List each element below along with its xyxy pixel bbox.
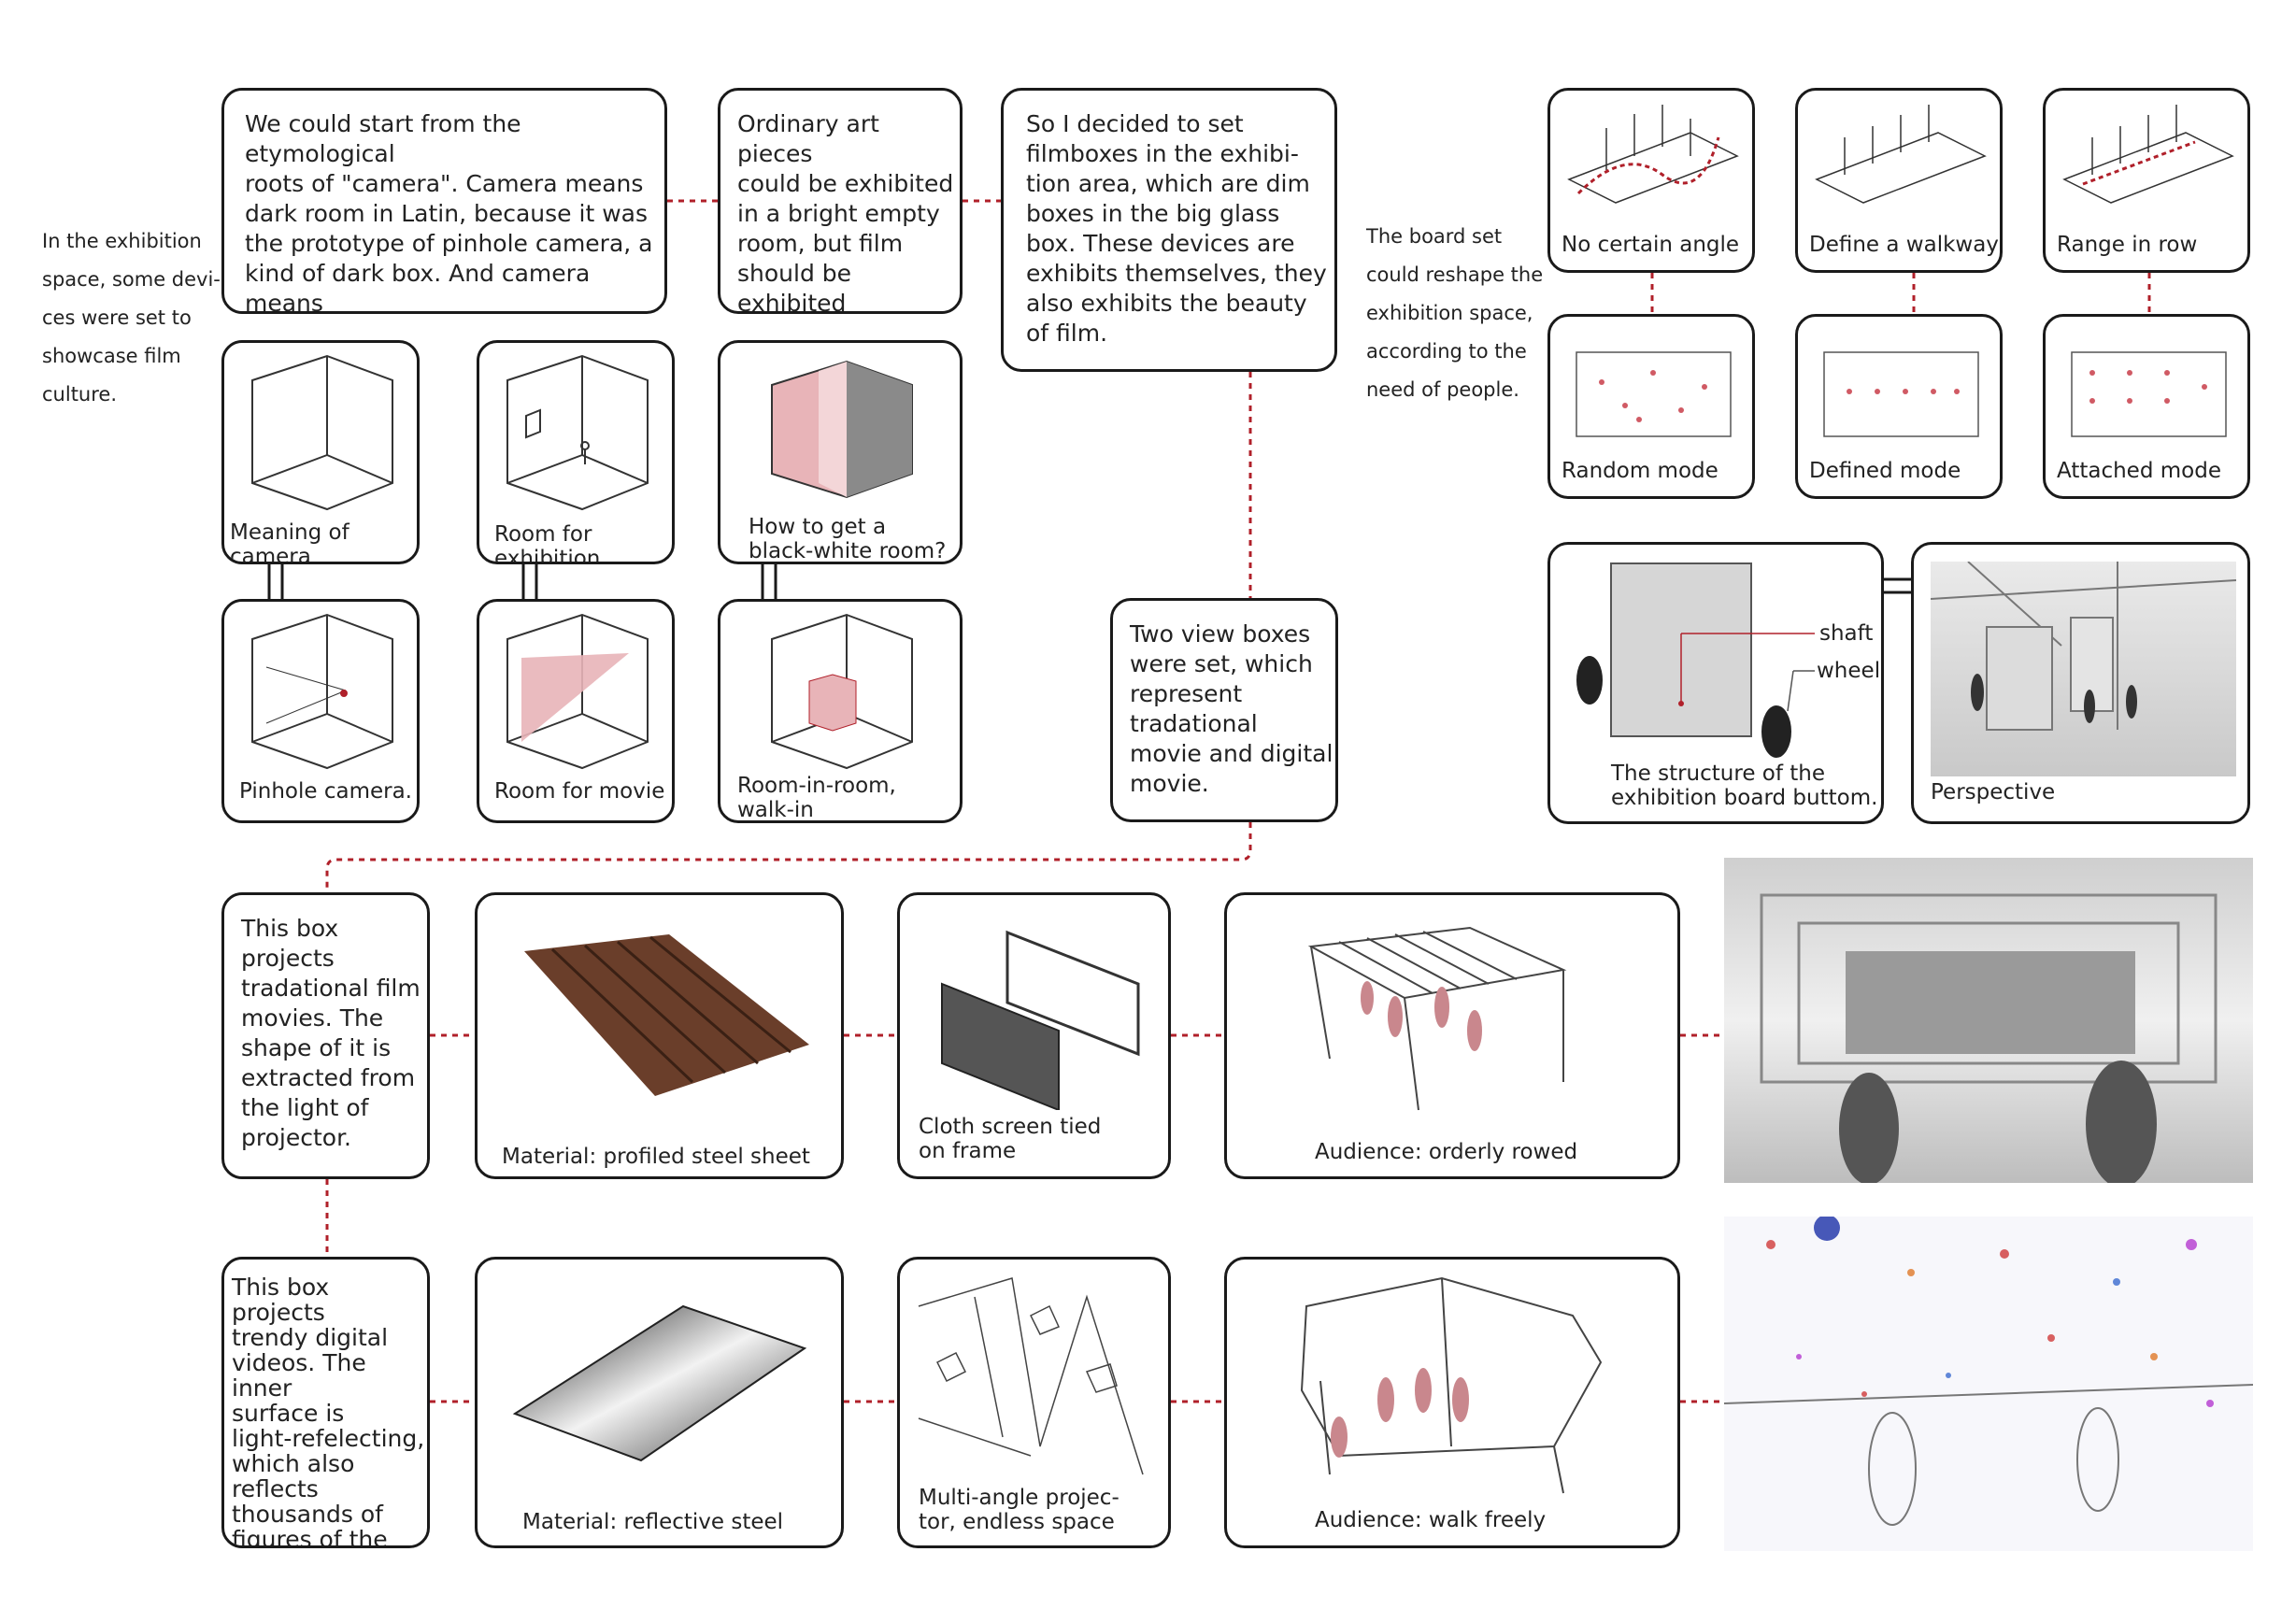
- black-white-cube-drawing: [771, 360, 913, 499]
- cloth-screen-box: Cloth screen tied on frame: [897, 892, 1171, 1179]
- caption-random-mode: Random mode: [1562, 459, 1718, 483]
- ordinary-art-text: Ordinary art pieces could be exhibited i…: [737, 110, 954, 314]
- traditional-desc-box: This box projects tradational film movie…: [221, 892, 430, 1179]
- attached-mode-box: Attached mode: [2043, 314, 2250, 499]
- defined-plan-drawing: [1823, 351, 1979, 437]
- caption-black-white: How to get a black-white room?: [749, 515, 947, 563]
- caption-exhibition: Room for exhibition: [494, 522, 601, 564]
- pinhole-camera-box: Pinhole camera.: [221, 599, 420, 823]
- caption-row: Range in row: [2057, 233, 2198, 257]
- multi-angle-box: Multi-angle projec- tor, endless space: [897, 1257, 1171, 1548]
- empty-cube-drawing: [251, 354, 393, 511]
- digital-desc-text: This box projects trendy digital videos.…: [232, 1274, 425, 1548]
- digital-render: [1724, 1217, 2253, 1551]
- reflective-steel-box: Material: reflective steel: [475, 1257, 844, 1548]
- room-exhibition-box: Room for exhibition: [477, 340, 675, 564]
- caption-perspective: Perspective: [1931, 780, 2056, 804]
- caption-pinhole: Pinhole camera.: [239, 779, 412, 804]
- caption-structure: The structure of the exhibition board bu…: [1611, 762, 1878, 810]
- steel-sheet-box: Material: profiled steel sheet: [475, 892, 844, 1179]
- pinhole-drawing: [251, 613, 393, 770]
- label-wheels: wheels: [1817, 659, 1881, 683]
- label-shaft: shaft: [1819, 621, 1874, 646]
- filmboxes-box: So I decided to set filmboxes in the exh…: [1001, 88, 1337, 372]
- caption-walkway: Define a walkway: [1809, 233, 1999, 257]
- caption-audience-free: Audience: walk freely: [1315, 1508, 1547, 1532]
- defined-mode-box: Defined mode: [1795, 314, 2003, 499]
- right-side-note: The board set could reshape the exhibiti…: [1366, 225, 1544, 401]
- random-mode-box: Random mode: [1547, 314, 1755, 499]
- caption-defined-mode: Defined mode: [1809, 459, 1961, 483]
- caption-no-angle: No certain angle: [1562, 233, 1740, 257]
- rowed-frame-drawing: [1307, 926, 1567, 1111]
- caption-cloth-screen: Cloth screen tied on frame: [919, 1115, 1102, 1163]
- no-angle-iso-drawing: [1567, 105, 1739, 204]
- reflective-steel-drawing: [512, 1304, 807, 1462]
- multi-angle-drawing: [918, 1277, 1144, 1475]
- room-meaning-box: Meaning of camera: [221, 340, 420, 564]
- mode-no-angle-box: No certain angle: [1547, 88, 1755, 273]
- view-boxes-box: Two view boxes were set, which represent…: [1110, 598, 1338, 822]
- view-boxes-text: Two view boxes were set, which represent…: [1130, 620, 1333, 797]
- cloth-screen-drawing: [941, 930, 1140, 1110]
- etymology-box: We could start from the etymological roo…: [221, 88, 667, 314]
- movie-room-box: Room for movie: [477, 599, 675, 823]
- room-in-room-box: Room-in-room, walk-in peepshow.: [718, 599, 963, 823]
- black-white-room-box: How to get a black-white room?: [718, 340, 963, 564]
- attached-plan-drawing: [2071, 351, 2227, 437]
- movie-room-drawing: [506, 613, 649, 770]
- caption-multi-angle: Multi-angle projec- tor, endless space: [919, 1486, 1119, 1534]
- random-plan-drawing: [1576, 351, 1732, 437]
- exhibition-room-drawing: [506, 354, 649, 511]
- board-structure-drawing: [1576, 562, 1815, 758]
- caption-audience-rowed: Audience: orderly rowed: [1315, 1140, 1578, 1164]
- perspective-box: Perspective: [1911, 542, 2250, 824]
- filmboxes-text: So I decided to set filmboxes in the exh…: [1026, 110, 1327, 347]
- board-structure-box: shaft wheels The structure of the exhibi…: [1547, 542, 1884, 824]
- free-form-drawing: [1300, 1276, 1603, 1494]
- mode-walkway-box: Define a walkway: [1795, 88, 2003, 273]
- etymology-text: We could start from the etymological roo…: [245, 110, 653, 314]
- traditional-render: [1724, 858, 2253, 1183]
- caption-reflective-steel: Material: reflective steel: [522, 1510, 784, 1534]
- caption-movie: Room for movie: [494, 779, 665, 804]
- ordinary-art-box: Ordinary art pieces could be exhibited i…: [718, 88, 963, 314]
- left-side-note: In the exhibition space, some devi- ces …: [42, 230, 221, 406]
- caption-room-in-room: Room-in-room, walk-in peepshow.: [737, 774, 896, 822]
- perspective-render: [1931, 562, 2236, 776]
- profiled-steel-drawing: [524, 934, 809, 1096]
- caption-attached-mode: Attached mode: [2057, 459, 2221, 483]
- audience-free-box: Audience: walk freely: [1224, 1257, 1680, 1548]
- walkway-iso-drawing: [1815, 105, 1987, 204]
- audience-rowed-box: Audience: orderly rowed: [1224, 892, 1680, 1179]
- digital-desc-box: This box projects trendy digital videos.…: [221, 1257, 430, 1548]
- room-in-room-drawing: [771, 613, 913, 770]
- mode-row-box: Range in row: [2043, 88, 2250, 273]
- caption-meaning: Meaning of camera: [230, 520, 349, 564]
- caption-steel-sheet: Material: profiled steel sheet: [502, 1145, 810, 1169]
- traditional-desc-text: This box projects tradational film movie…: [241, 915, 421, 1151]
- row-iso-drawing: [2062, 105, 2234, 204]
